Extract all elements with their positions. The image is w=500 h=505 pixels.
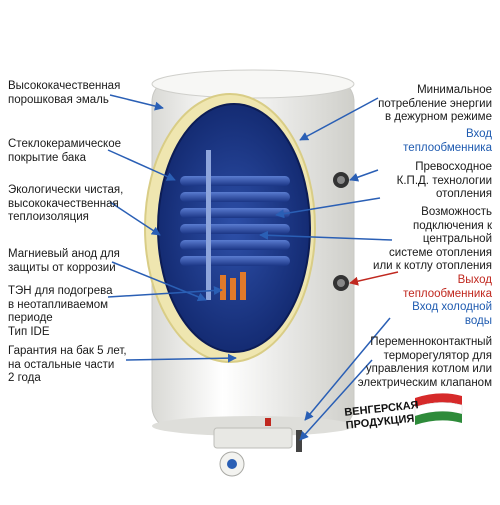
label-exchanger-outlet: Выход теплообменника — [403, 274, 492, 300]
inner-tank — [157, 103, 311, 353]
label-warranty: Гарантия на бак 5 лет, на остальные част… — [8, 345, 127, 384]
arrow-exchanger-inlet — [349, 169, 379, 182]
label-cold-inlet: Вход холодной воды — [412, 301, 492, 327]
label-heating-element: ТЭН для подогрева в неотапливаемом перио… — [8, 285, 113, 338]
arrow-thermostat — [299, 359, 373, 441]
hungarian-flag — [414, 393, 463, 425]
label-standby: Минимальное потребление энергии в дежурн… — [378, 84, 492, 123]
label-enamel: Высококачественная порошковая эмаль — [8, 80, 121, 106]
arrow-anode — [111, 261, 207, 302]
label-exchanger-inlet: Вход теплообменника — [403, 128, 492, 154]
heating-element-graphic — [220, 272, 246, 300]
label-tank-coating: Стеклокерамическое покрытие бака — [8, 138, 122, 164]
arrow-connection — [259, 230, 393, 241]
bottom-control-unit — [213, 418, 302, 477]
arrow-cold-inlet — [304, 317, 391, 421]
label-insulation: Экологически чистая, высококачественная … — [8, 184, 124, 223]
arrow-standby — [299, 97, 379, 141]
arrow-warranty — [125, 353, 237, 363]
label-anode: Магниевый анод для защиты от коррозии — [8, 248, 120, 274]
arrow-exchanger-outlet — [349, 271, 399, 286]
arrow-heating-element — [107, 286, 223, 298]
exchanger-outlet-fitting — [333, 275, 349, 291]
leader-arrows — [107, 94, 399, 441]
label-thermostat: Переменноконтактный терморегулятор для у… — [357, 336, 492, 389]
label-efficiency: Превосходное К.П.Д. технологии отопления — [396, 161, 492, 200]
arrow-efficiency — [275, 197, 381, 219]
exchanger-inlet-fitting — [333, 172, 349, 188]
arrow-enamel — [109, 94, 164, 111]
anode-rod — [206, 150, 211, 300]
label-connection: Возможность подключения к центральной си… — [373, 206, 492, 272]
arrow-insulation — [109, 201, 161, 236]
arrow-tank-coating — [107, 149, 176, 181]
